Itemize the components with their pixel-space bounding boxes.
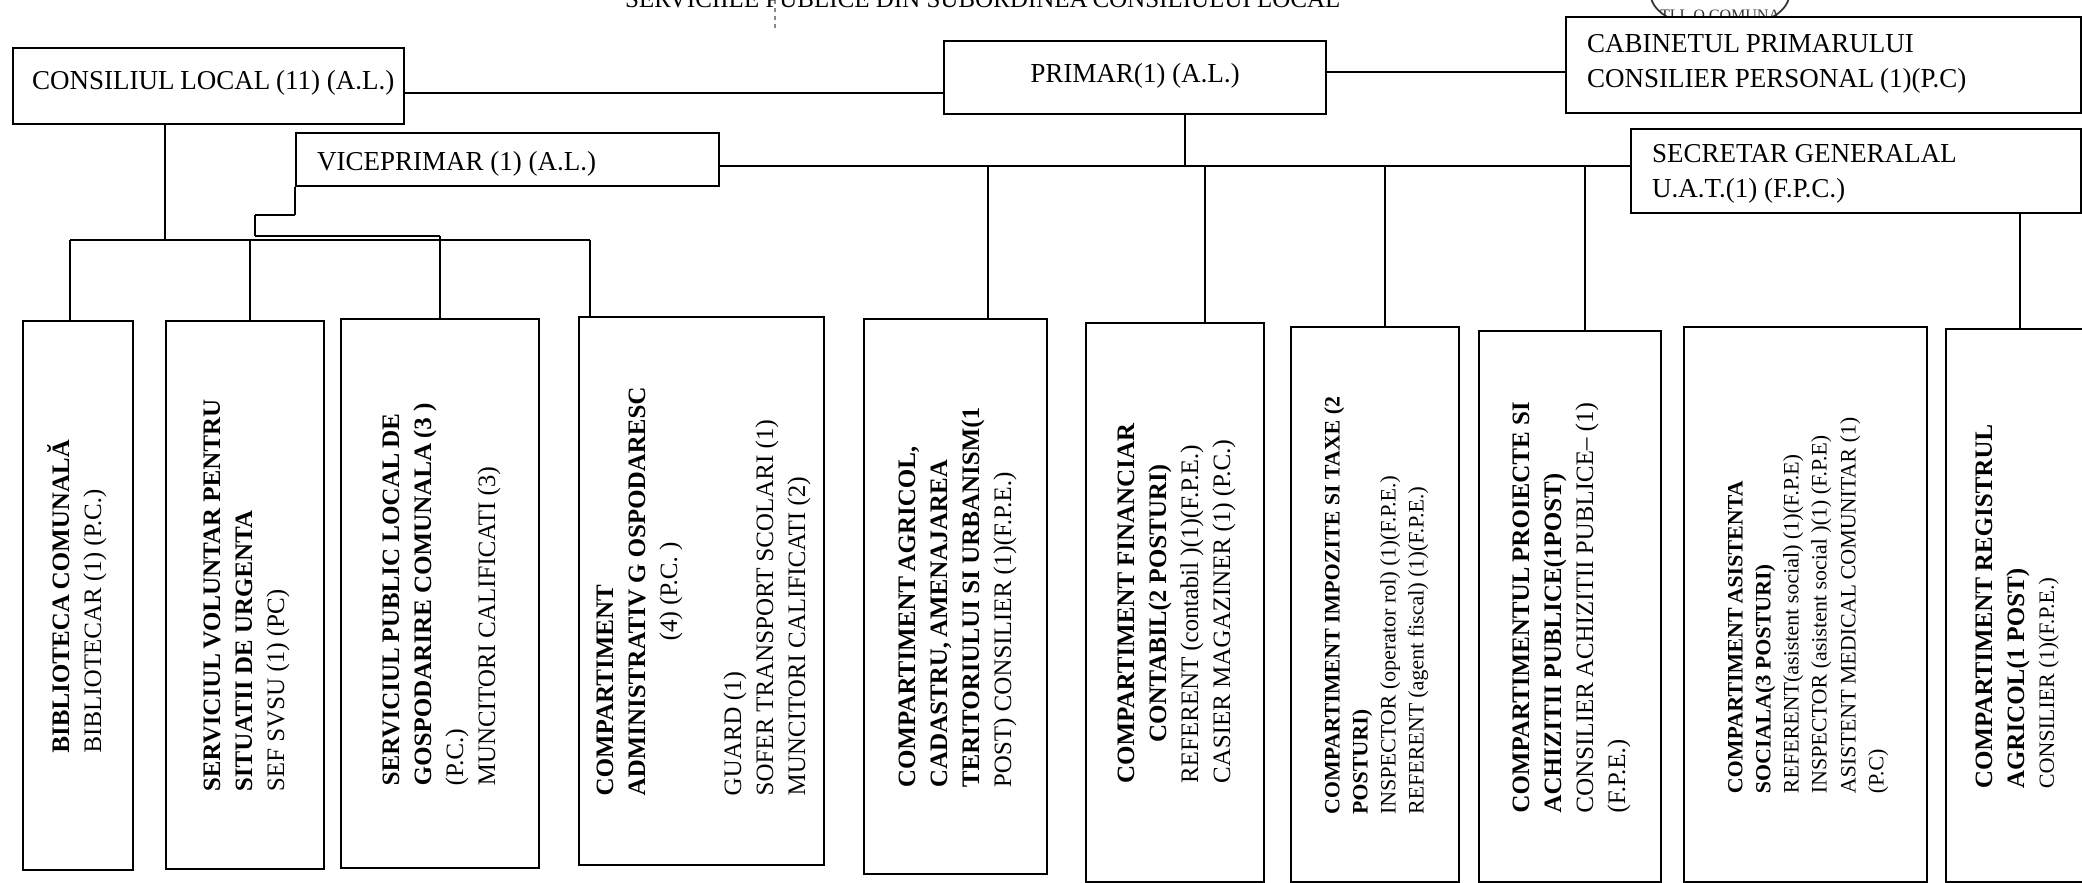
dept-line: POST) CONSILIER (1)(F.P.E.)	[989, 471, 1017, 787]
cabinet-primar-role: CONSILIER PERSONAL (1)(P.C)	[1587, 63, 1967, 94]
dept-line: ASISTENT MEDICAL COMUNITAR (1)	[1834, 416, 1860, 793]
department-box-svsu: SERVICIUL VOLUNTAR PENTRU SITUATII DE UR…	[165, 320, 325, 870]
dept-line: CONSILIER ACHIZITII PUBLICE– (1)	[1572, 401, 1599, 813]
department-box-registrul-agricol: COMPARTIMENT REGISTRUL AGRICOL(1 POST) C…	[1945, 328, 2082, 883]
dept-line: SERVICIUL VOLUNTAR PENTRU	[199, 398, 226, 792]
department-box-biblioteca: BIBLIOTECA COMUNALĂ BIBLIOTECAR (1) (P.C…	[22, 320, 134, 871]
viceprimar-box: VICEPRIMAR (1) (A.L.)	[295, 132, 720, 187]
dept-line: CASIER MAGAZINER (1) (P.C.)	[1209, 438, 1236, 783]
dept-line: GUARD (1)	[719, 671, 747, 796]
dept-line: COMPARTIMENT AGRICOL,	[893, 445, 921, 787]
dept-line: REFERENT (contabil )(1)(F.P.E.)	[1177, 444, 1204, 783]
dept-line: CADASTRU, AMENAJAREA	[925, 458, 953, 787]
dept-line: COMPARTIMENT REGISTRUL	[1970, 423, 1998, 788]
department-box-asistenta-sociala: COMPARTIMENT ASISTENTA SOCIALA(3 POSTURI…	[1683, 326, 1928, 883]
dept-line: SITUATII DE URGENTA	[231, 510, 258, 792]
dept-line: CONSILIER (1)(F.P.E.)	[2033, 576, 2059, 788]
dept-line: COMPARTIMENT ASISTENTA	[1722, 479, 1748, 793]
dept-line: MUNCITORI CALIFICATI (2)	[783, 476, 811, 796]
dept-line: (F.P.E.)	[1604, 738, 1631, 813]
dept-line: CONTABIL(2 POSTURI)	[1145, 463, 1172, 742]
secretar-general-box: SECRETAR GENERALAL U.A.T.(1) (F.P.C.)	[1630, 128, 2082, 214]
dept-line: POSTURI)	[1347, 708, 1373, 814]
consiliu-local-box: CONSILIUL LOCAL (11) (A.L.)	[12, 47, 405, 125]
dept-line: (P.C.)	[442, 727, 469, 785]
cabinet-primar-title: CABINETUL PRIMARULUI	[1587, 28, 1914, 58]
dept-line: REFERENT(asistent social) (1)(F.P.E)	[1778, 453, 1804, 793]
dept-line: AGRICOL(1 POST)	[2002, 567, 2030, 788]
consiliu-local-label: CONSILIUL LOCAL (11) (A.L.)	[32, 65, 395, 95]
cabinet-primar-box: CABINETUL PRIMARULUI CONSILIER PERSONAL …	[1565, 16, 2082, 114]
dept-line: SERVICIUL PUBLIC LOCAL DE	[378, 412, 405, 785]
dept-line: BIBLIOTECA COMUNALĂ	[48, 438, 75, 753]
dept-line: (4) (P.C. )	[655, 541, 683, 641]
viceprimar-label: VICEPRIMAR (1) (A.L.)	[317, 146, 596, 176]
primar-box: PRIMAR(1) (A.L.)	[943, 40, 1327, 115]
dept-line: INSPECTOR (asistent social )(1) (F.P.E)	[1806, 434, 1832, 793]
dept-line: COMPARTIMENT FINANCIAR	[1113, 422, 1140, 783]
dept-line: GOSPODARIRE COMUNALA (3 )	[410, 402, 437, 785]
dept-line: TERITORIULUI SI URBANISM(1	[957, 406, 985, 787]
department-box-administrativ: COMPARTIMENT ADMINISTRATIV G OSPODARESC …	[578, 316, 825, 866]
primar-label: PRIMAR(1) (A.L.)	[1030, 58, 1240, 88]
dept-line: INSPECTOR (operator rol) (1)(F.P.E.)	[1376, 474, 1401, 814]
dept-line: REFERENT (agent fiscal) (1)(F.P.E.)	[1404, 485, 1430, 814]
dept-line: BIBLIOTECAR (1) (P.C.)	[80, 488, 107, 753]
department-box-financiar-contabil: COMPARTIMENT FINANCIAR CONTABIL(2 POSTUR…	[1085, 322, 1265, 883]
dept-line: MUNCITORI CALIFICATI (3)	[474, 465, 501, 785]
secretar-general-title: SECRETAR GENERALAL	[1652, 138, 1957, 168]
dept-line: (P.C)	[1862, 748, 1888, 793]
department-box-gospodarire: SERVICIUL PUBLIC LOCAL DE GOSPODARIRE CO…	[340, 318, 540, 869]
secretar-general-role: U.A.T.(1) (F.P.C.)	[1652, 173, 1846, 204]
chart-title: SERVICIILE PUBLICE DIN SUBORDINEA CONSIL…	[625, 0, 1340, 14]
dept-line: SOCIALA(3 POSTURI)	[1750, 563, 1776, 793]
dept-line: ADMINISTRATIV G OSPODARESC	[623, 386, 651, 796]
dept-line: COMPARTIMENT IMPOZITE SI TAXE (2	[1319, 395, 1345, 814]
dept-line: SOFER TRANSPORT SCOLARI (1)	[751, 419, 779, 796]
dept-line: COMPARTIMENTUL PROIECTE SI	[1508, 400, 1535, 813]
department-box-proiecte-achizitii: COMPARTIMENTUL PROIECTE SI ACHIZITII PUB…	[1478, 330, 1662, 883]
department-box-agricol-cadastru: COMPARTIMENT AGRICOL, CADASTRU, AMENAJAR…	[863, 318, 1048, 875]
dept-line: ACHIZITII PUBLICE(1POST)	[1540, 472, 1567, 813]
dept-line: SEF SVSU (1) (PC)	[263, 588, 290, 792]
department-box-impozite-taxe: COMPARTIMENT IMPOZITE SI TAXE (2 POSTURI…	[1290, 326, 1460, 883]
dept-line: COMPARTIMENT	[591, 584, 619, 796]
dept-line	[686, 387, 718, 796]
